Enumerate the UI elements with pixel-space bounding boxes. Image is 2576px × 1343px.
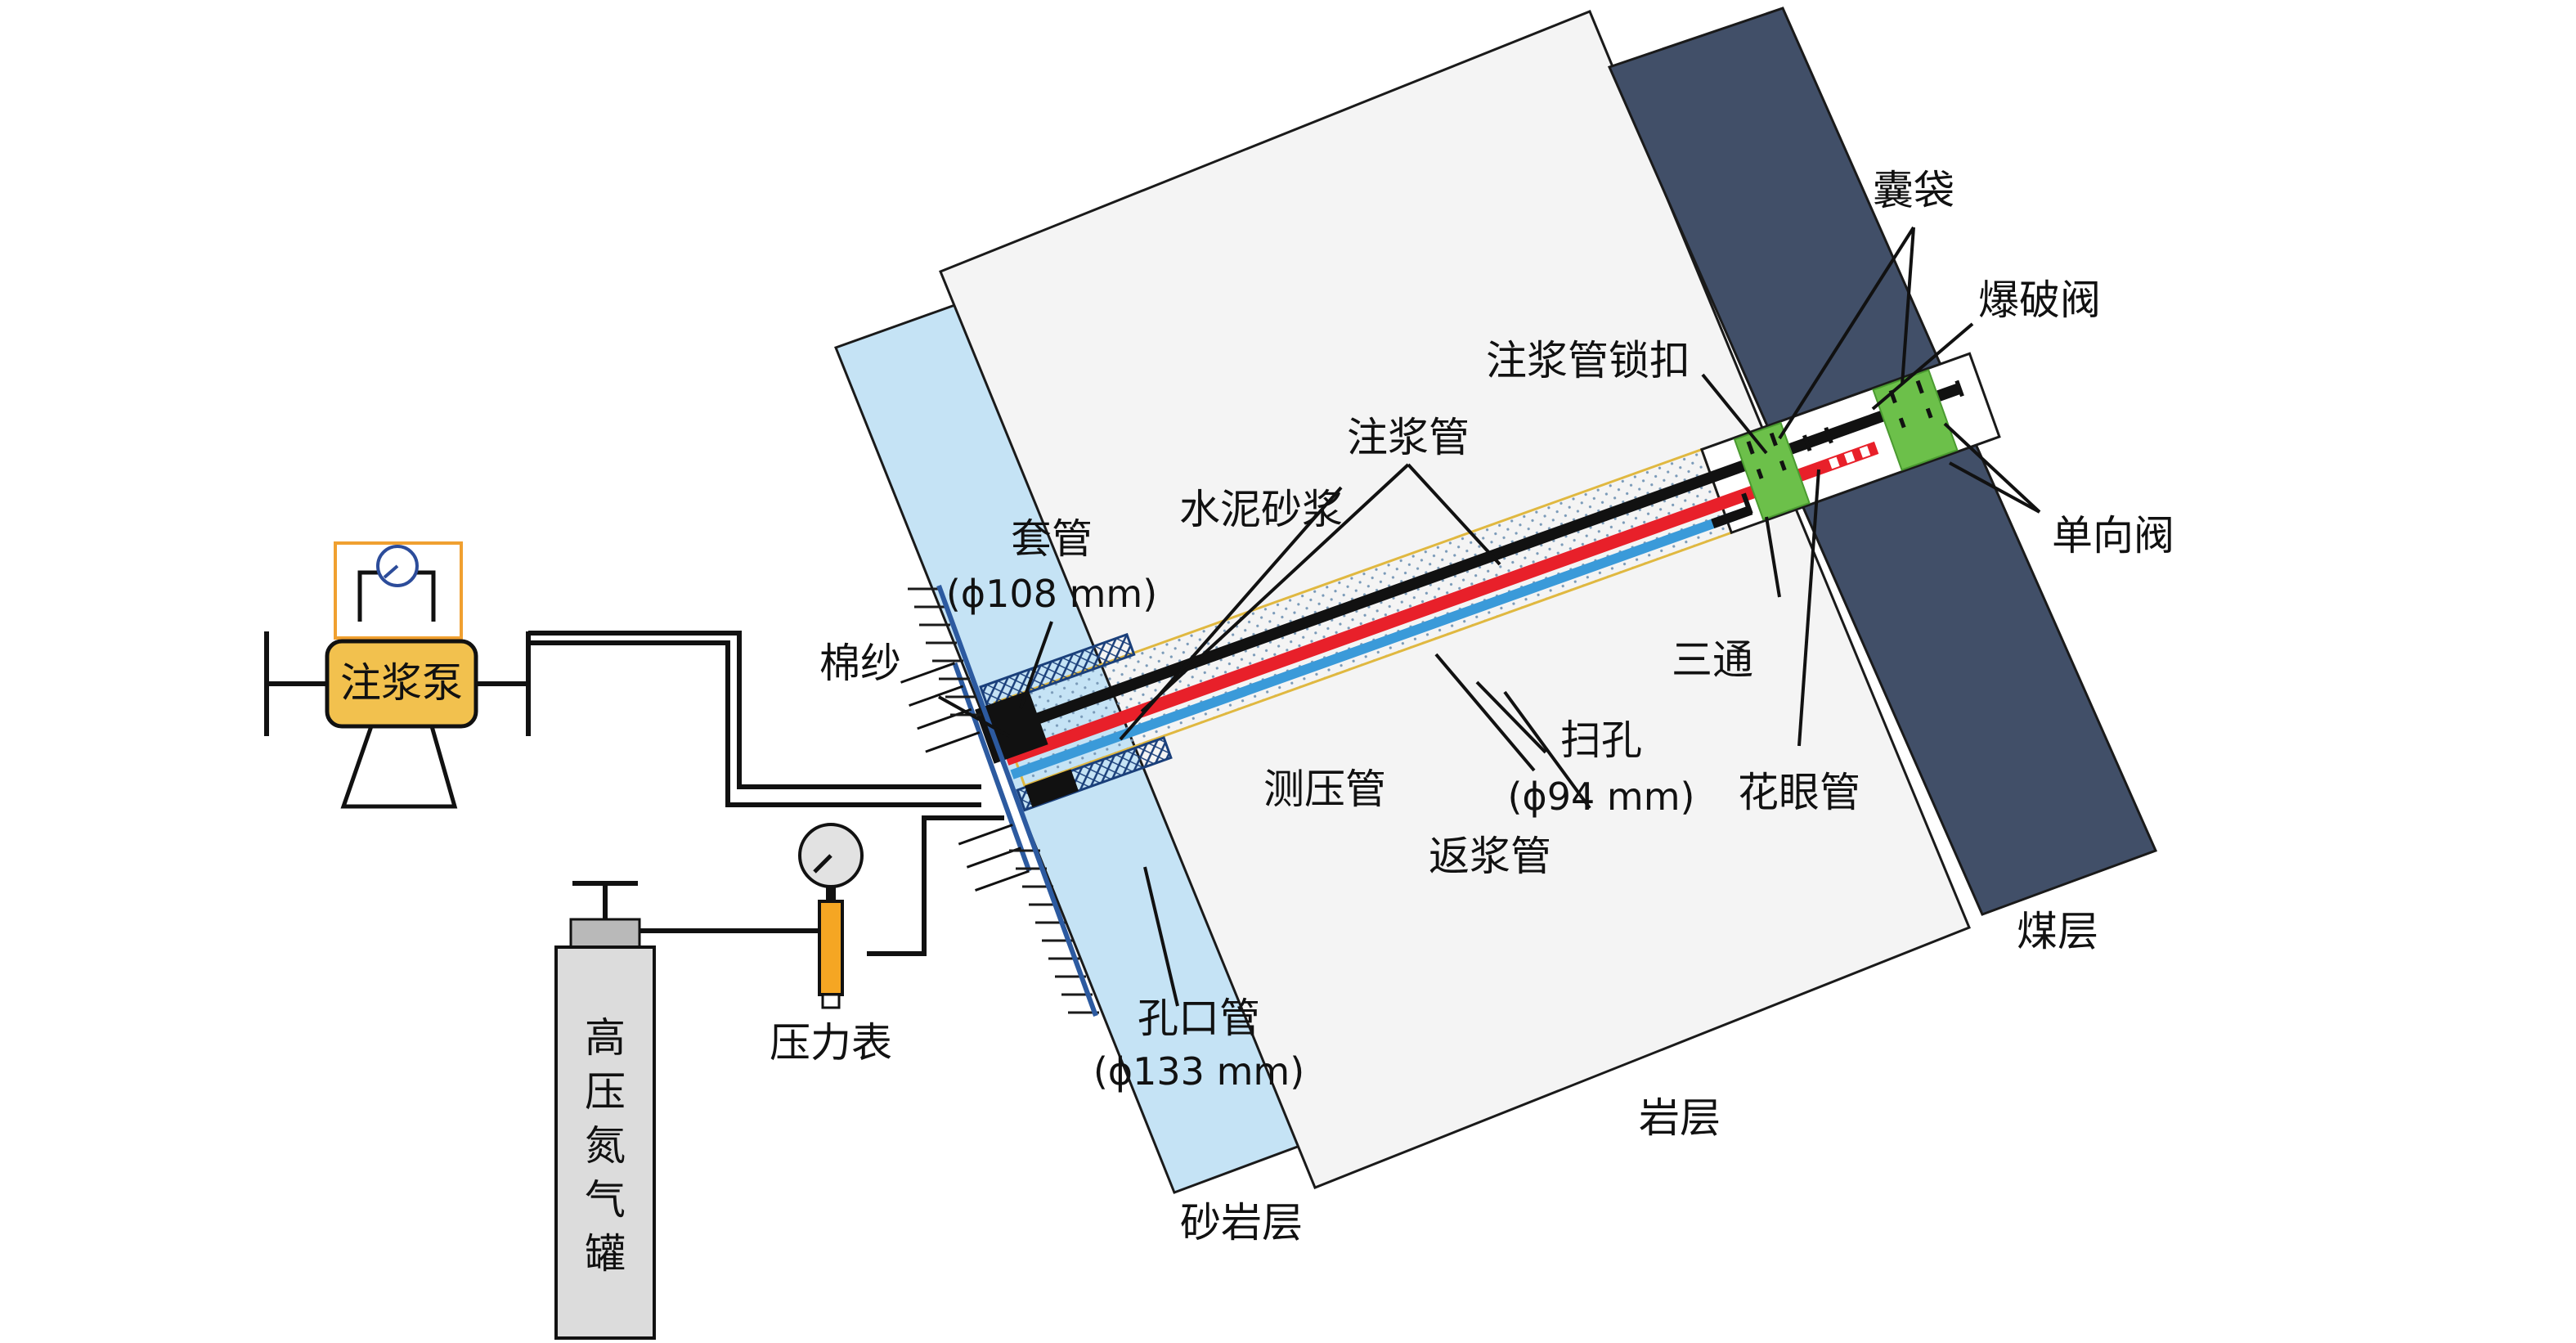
pump-frame [334,541,463,640]
label-grout-pipe: 注浆管 [1347,414,1470,461]
label-cotton-yarn: 棉纱 [819,640,901,687]
label-orifice-pipe-dia: (ϕ133 mm) [1093,1049,1304,1094]
tee-fitting [1711,505,1753,529]
svg-text:气: 气 [585,1176,626,1224]
casing-upper [979,632,1136,709]
label-bladder: 囊袋 [1873,167,1954,214]
sandstone-face [936,584,1098,1017]
pressure-gauge-foot [821,993,841,1009]
grout-pipe [994,383,1962,739]
pressure-gauge [798,823,864,1009]
pressure-gauge-neck [826,887,836,901]
pump-base [340,724,458,809]
pump-pipe [528,631,981,807]
label-sweep-hole: 扫孔 [1560,716,1642,764]
bladder-front [1733,421,1811,521]
svg-text:高: 高 [585,1014,626,1062]
nitrogen-tank: 高 压 氮 气 罐 [554,881,656,1340]
label-rock: 岩层 [1639,1094,1721,1142]
face-anchor-ticks [908,587,1099,1014]
label-casing: 套管 [1011,515,1093,563]
leader-lines [938,226,2041,1007]
label-cement-mortar: 水泥砂浆 [1179,486,1343,533]
label-sweep-hole-dia: (ϕ94 mm) [1507,775,1694,819]
gauge-return-pipe [867,815,1004,956]
red-return-pipe [1004,441,1879,766]
label-casing-dia: (ϕ108 mm) [946,572,1157,616]
orifice-block-upper [975,690,1048,764]
pump-gauge-needle [383,564,399,579]
label-tee: 三通 [1672,636,1753,684]
svg-text:罐: 罐 [585,1230,626,1278]
label-pressure-gauge: 压力表 [770,1019,892,1067]
label-grout-pipe-lock: 注浆管锁扣 [1486,337,1690,384]
grout-pump: 注浆泵 [264,541,531,809]
text-labels: 棉纱 套管 (ϕ108 mm) 水泥砂浆 注浆管 注浆管锁扣 囊袋 爆破阀 单向… [770,167,2174,1246]
pressure-gauge-body [818,900,844,996]
label-burst-valve: 爆破阀 [1978,276,2101,324]
label-pressure-tube: 测压管 [1263,766,1386,813]
tank-label: 高 压 氮 气 罐 [585,1014,626,1278]
svg-text:压: 压 [585,1068,626,1116]
pressure-gauge-needle [813,854,832,874]
anchor-ticks [900,662,1030,892]
label-sandstone: 砂岩层 [1180,1199,1303,1246]
tee-riser [1741,492,1753,514]
perforated-pipe-holes [1829,446,1871,469]
label-coal: 煤层 [2017,908,2098,955]
borehole-assembly [900,352,2001,892]
pump-label: 注浆泵 [340,659,463,707]
label-check-valve: 单向阀 [2052,512,2174,559]
tank-body [554,945,656,1340]
orifice-block-lower [1024,769,1079,808]
label-return-pipe: 返浆管 [1429,833,1551,880]
tank-cap [569,918,641,950]
label-orifice-pipe: 孔口管 [1138,995,1260,1042]
svg-text:氮: 氮 [585,1122,626,1170]
label-perforated-pipe: 花眼管 [1738,769,1860,816]
pressure-tube [1010,510,1738,779]
